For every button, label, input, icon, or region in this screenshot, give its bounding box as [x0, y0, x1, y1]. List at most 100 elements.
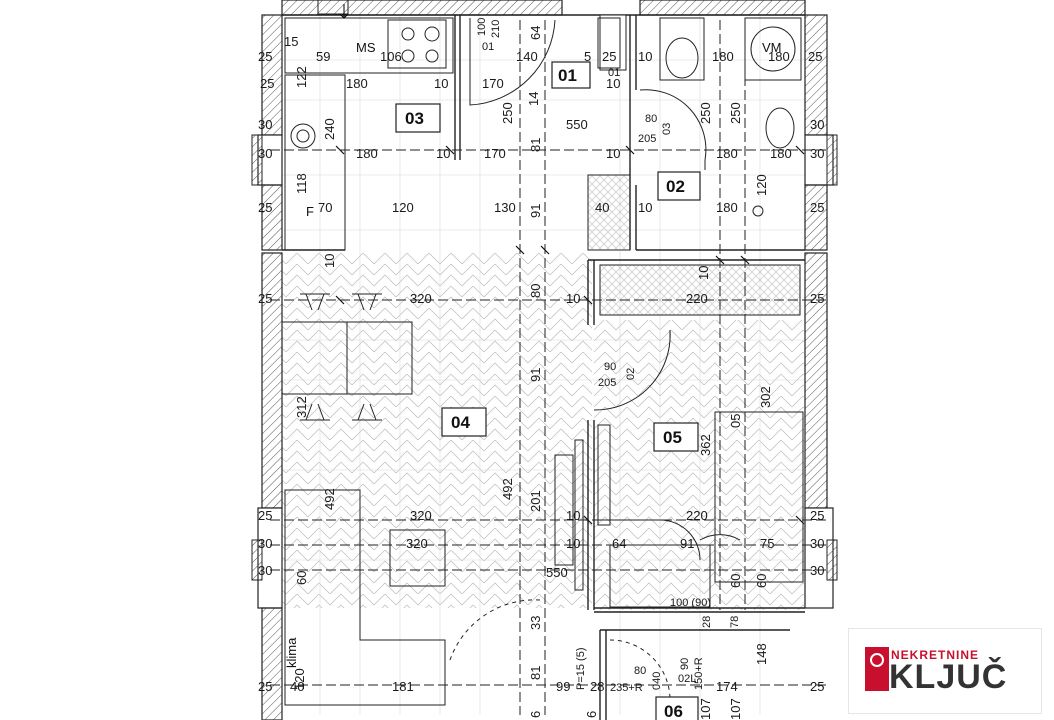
dim-label: 5 [584, 49, 591, 64]
dim-label: 150+R [693, 657, 705, 690]
hatched-partitions [587, 14, 801, 316]
dim-label: 100 (90) [670, 597, 711, 609]
svg-text:04: 04 [451, 413, 470, 432]
dim-label: 201 [528, 490, 543, 512]
dim-label: 25 [810, 291, 824, 306]
dim-label: 70 [318, 200, 332, 215]
dim-label: 492 [500, 478, 515, 500]
brand-main-text: KLJUČ [889, 658, 1008, 696]
label-vm: VM [762, 40, 782, 55]
dim-label: 25 [258, 200, 272, 215]
dim-label: 362 [698, 434, 713, 456]
dimension-ticks [335, 145, 805, 525]
dim-label: 60 [294, 571, 309, 585]
dim-label: 90 [604, 361, 616, 373]
bedroom-furniture [593, 329, 804, 608]
dim-label: 80 [634, 665, 646, 677]
dim-label: 02L [678, 673, 696, 685]
dim-label: 28 [590, 679, 604, 694]
dim-label: 75 [760, 536, 774, 551]
dim-label: 25 [258, 49, 272, 64]
dim-label: 05 [728, 414, 743, 428]
room-05-label: 05 [653, 422, 699, 452]
svg-text:03: 03 [405, 109, 424, 128]
dim-label: 120 [754, 174, 769, 196]
dim-label: 312 [294, 396, 309, 418]
dim-label: 81 [528, 138, 543, 152]
svg-text:05: 05 [663, 428, 682, 447]
dim-label: 10 [566, 291, 580, 306]
dim-label: 180 [716, 200, 738, 215]
dim-label: 250 [500, 102, 515, 124]
outer-walls [257, 0, 834, 720]
dim-label: 40 [290, 679, 304, 694]
dim-label: 01 [608, 67, 620, 79]
dim-label: 120 [392, 200, 414, 215]
dim-label: 99 [556, 679, 570, 694]
dim-label: 550 [546, 565, 568, 580]
dim-label: 25 [258, 679, 272, 694]
dim-label: 181 [392, 679, 414, 694]
dim-label: 30 [810, 117, 824, 132]
dimension-lines [270, 20, 830, 715]
dim-label: 30 [810, 146, 824, 161]
room-01-label: 01 [551, 61, 591, 89]
dim-label: 91 [528, 368, 543, 382]
dim-label: 25 [602, 49, 616, 64]
dim-label: 10 [436, 146, 450, 161]
dim-label: 25 [810, 508, 824, 523]
interior-walls [282, 14, 805, 720]
dim-label: 64 [612, 536, 626, 551]
dim-label: 180 [770, 146, 792, 161]
dim-label: 302 [758, 386, 773, 408]
dim-label: 01 [482, 41, 494, 53]
dim-label: 10 [434, 76, 448, 91]
room-04-label: 04 [441, 407, 487, 437]
dim-label: 180 [346, 76, 368, 91]
dim-label: 10 [606, 146, 620, 161]
dim-label: 10 [606, 76, 620, 91]
dim-label: 174 [716, 679, 738, 694]
dim-label: 492 [322, 488, 337, 510]
dim-label: 80 [528, 284, 543, 298]
dim-label: 130 [494, 200, 516, 215]
dim-label: 91 [680, 536, 694, 551]
dim-label: 205 [638, 133, 656, 145]
dim-label: 25 [258, 508, 272, 523]
dim-label: 320 [406, 536, 428, 551]
dim-label: 30 [810, 536, 824, 551]
dim-label: 10 [638, 200, 652, 215]
dim-label: 25 [258, 291, 272, 306]
dim-label: 240 [322, 118, 337, 140]
window-strips [251, 134, 838, 581]
dim-label: 170 [484, 146, 506, 161]
brand-top-text: NEKRETNINE [891, 648, 980, 662]
dim-label: 180 [712, 49, 734, 64]
dim-label: 59 [316, 49, 330, 64]
dim-label: 10 [696, 266, 711, 280]
dim-label: 30 [258, 563, 272, 578]
dim-label: 28 [701, 616, 713, 628]
dim-label: 60 [728, 574, 743, 588]
dim-label: 91 [528, 204, 543, 218]
dim-label: 25 [810, 679, 824, 694]
room-labels: 01 02 03 04 05 06 [395, 61, 701, 720]
fixture-labels: MS VM F klima [284, 40, 782, 668]
dim-label: 040 [651, 672, 663, 690]
svg-text:02: 02 [666, 177, 685, 196]
dim-label: 30 [258, 146, 272, 161]
dim-label: 64 [528, 26, 543, 40]
dim-label: 220 [686, 508, 708, 523]
dim-label: 10 [566, 536, 580, 551]
dim-label: 180 [356, 146, 378, 161]
dim-label: 210 [490, 20, 502, 38]
dim-label: 15 [284, 34, 298, 49]
brand-logo: NEKRETNINE KLJUČ [848, 628, 1042, 714]
kitchen-fixtures [284, 0, 454, 251]
dimension-labels: 25 15 59 106 100 210 01 64 140 5 25 10 1… [258, 18, 824, 720]
dim-label: 03 [661, 123, 673, 135]
floor-pattern-living [282, 253, 592, 608]
dim-label: 122 [294, 66, 309, 88]
dim-label: 320 [410, 291, 432, 306]
